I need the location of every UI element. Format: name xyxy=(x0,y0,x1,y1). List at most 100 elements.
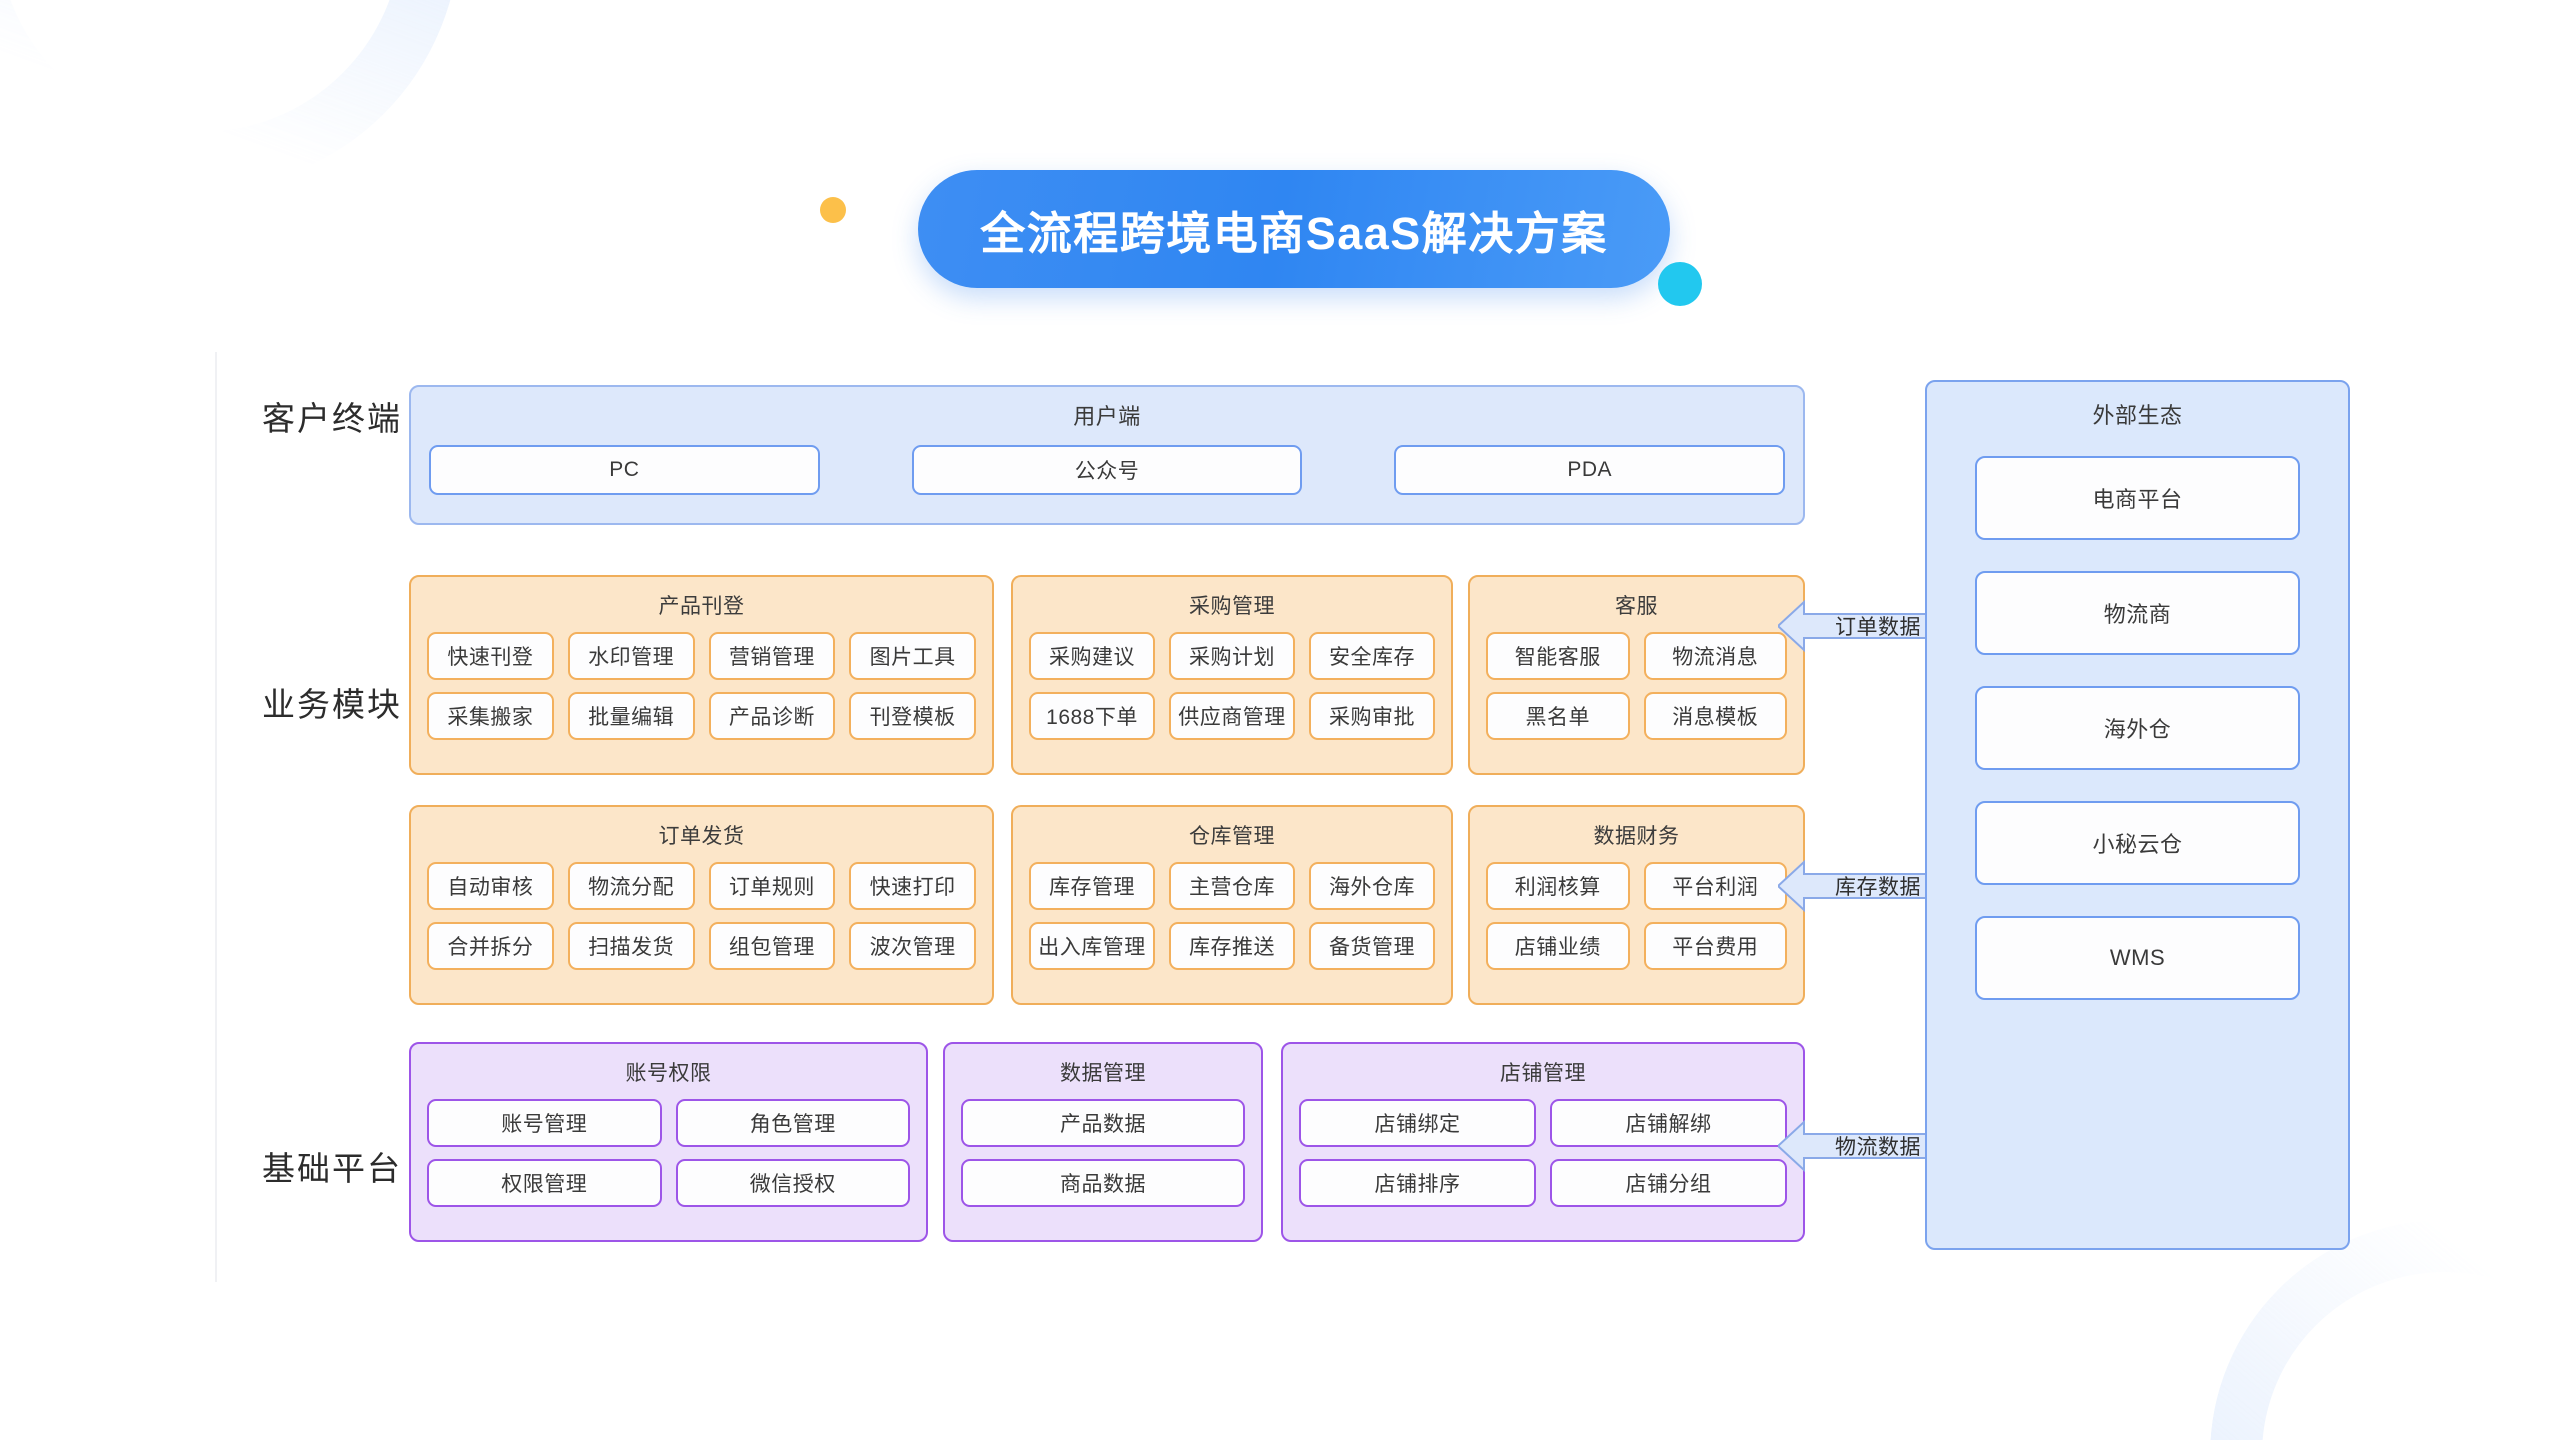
decorative-ring-bottom-right xyxy=(2210,1220,2560,1440)
module-item[interactable]: 平台利润 xyxy=(1643,862,1787,910)
base-panel-data-management: 数据管理 产品数据 商品数据 xyxy=(943,1042,1263,1242)
module-item[interactable]: 采购建议 xyxy=(1029,632,1155,680)
amber-dot-icon xyxy=(820,197,846,223)
module-item[interactable]: 采购审批 xyxy=(1309,692,1435,740)
module-item[interactable]: 扫描发货 xyxy=(567,922,695,970)
module-panel-order-shipping: 订单发货 自动审核 物流分配 订单规则 快速打印 合并拆分 扫描发货 组包管理 … xyxy=(409,805,994,1005)
eco-item-logistics-provider[interactable]: 物流商 xyxy=(1975,571,2300,655)
base-item[interactable]: 权限管理 xyxy=(427,1159,662,1207)
base-title: 账号权限 xyxy=(625,1062,712,1085)
module-item[interactable]: 物流分配 xyxy=(567,862,695,910)
module-row-1: 智能客服 物流消息 xyxy=(1470,632,1803,680)
module-panel-customer-service: 客服 智能客服 物流消息 黑名单 消息模板 xyxy=(1468,575,1805,775)
module-row-2: 出入库管理 库存推送 备货管理 xyxy=(1013,922,1451,970)
base-item[interactable]: 账号管理 xyxy=(427,1099,662,1147)
module-item[interactable]: 海外仓库 xyxy=(1309,862,1435,910)
module-item[interactable]: 利润核算 xyxy=(1486,862,1630,910)
module-item[interactable]: 物流消息 xyxy=(1643,632,1787,680)
base-item[interactable]: 商品数据 xyxy=(961,1159,1245,1207)
eco-item-ecommerce-platform[interactable]: 电商平台 xyxy=(1975,456,2300,540)
base-row-1: 产品数据 xyxy=(945,1099,1261,1147)
module-item[interactable]: 店铺业绩 xyxy=(1486,922,1630,970)
module-panel-purchase-management: 采购管理 采购建议 采购计划 安全库存 1688下单 供应商管理 采购审批 xyxy=(1011,575,1453,775)
row-label-business-modules: 业务模块 xyxy=(262,686,402,723)
base-item[interactable]: 店铺绑定 xyxy=(1299,1099,1536,1147)
module-item[interactable]: 采集搬家 xyxy=(427,692,554,740)
page-title: 全流程跨境电商SaaS解决方案 xyxy=(980,207,1608,259)
base-row-1: 店铺绑定 店铺解绑 xyxy=(1283,1099,1803,1147)
eco-item-overseas-warehouse[interactable]: 海外仓 xyxy=(1975,686,2300,770)
module-title: 仓库管理 xyxy=(1189,825,1275,848)
module-item[interactable]: 供应商管理 xyxy=(1169,692,1295,740)
module-item[interactable]: 库存推送 xyxy=(1169,922,1295,970)
decorative-left-rule xyxy=(215,352,217,1282)
module-item[interactable]: 采购计划 xyxy=(1169,632,1295,680)
client-item-pc[interactable]: PC xyxy=(429,445,820,495)
eco-item-xiaomi-cloud-warehouse[interactable]: 小秘云仓 xyxy=(1975,801,2300,885)
base-row-1: 账号管理 角色管理 xyxy=(411,1099,926,1147)
base-item[interactable]: 微信授权 xyxy=(675,1159,910,1207)
base-item[interactable]: 店铺排序 xyxy=(1299,1159,1536,1207)
base-row-2: 权限管理 微信授权 xyxy=(411,1159,926,1207)
external-ecosystem-title: 外部生态 xyxy=(2092,403,2183,428)
module-title: 采购管理 xyxy=(1189,595,1275,618)
module-item[interactable]: 快速打印 xyxy=(849,862,976,910)
module-item[interactable]: 波次管理 xyxy=(849,922,976,970)
module-item[interactable]: 安全库存 xyxy=(1309,632,1435,680)
module-item[interactable]: 营销管理 xyxy=(708,632,836,680)
base-panel-account-permission: 账号权限 账号管理 角色管理 权限管理 微信授权 xyxy=(409,1042,928,1242)
module-panel-data-finance: 数据财务 利润核算 平台利润 店铺业绩 平台费用 xyxy=(1468,805,1805,1005)
base-item[interactable]: 店铺解绑 xyxy=(1550,1099,1787,1147)
row-label-base-platform: 基础平台 xyxy=(262,1150,402,1187)
external-ecosystem-panel: 外部生态 电商平台 物流商 海外仓 小秘云仓 WMS xyxy=(1925,380,2350,1250)
base-row-2: 商品数据 xyxy=(945,1159,1261,1207)
title-pill: 全流程跨境电商SaaS解决方案 xyxy=(918,170,1670,288)
module-item[interactable]: 智能客服 xyxy=(1486,632,1630,680)
module-item[interactable]: 合并拆分 xyxy=(427,922,554,970)
module-item[interactable]: 订单规则 xyxy=(708,862,836,910)
title-banner: 全流程跨境电商SaaS解决方案 xyxy=(820,170,1702,306)
module-item[interactable]: 平台费用 xyxy=(1643,922,1787,970)
module-item[interactable]: 水印管理 xyxy=(567,632,695,680)
module-item[interactable]: 库存管理 xyxy=(1029,862,1155,910)
decorative-ring-top-left xyxy=(0,0,460,190)
module-item[interactable]: 1688下单 xyxy=(1029,692,1155,740)
module-item[interactable]: 批量编辑 xyxy=(567,692,695,740)
module-title: 产品刊登 xyxy=(658,595,745,618)
eco-item-wms[interactable]: WMS xyxy=(1975,916,2300,1000)
base-item[interactable]: 角色管理 xyxy=(675,1099,910,1147)
module-item[interactable]: 消息模板 xyxy=(1643,692,1787,740)
module-row-2: 1688下单 供应商管理 采购审批 xyxy=(1013,692,1451,740)
base-title: 数据管理 xyxy=(1060,1062,1146,1085)
module-row-2: 合并拆分 扫描发货 组包管理 波次管理 xyxy=(411,922,992,970)
external-ecosystem-items: 电商平台 物流商 海外仓 小秘云仓 WMS xyxy=(1927,430,2348,1000)
module-item[interactable]: 快速刊登 xyxy=(427,632,554,680)
base-title: 店铺管理 xyxy=(1500,1062,1586,1085)
module-item[interactable]: 自动审核 xyxy=(427,862,554,910)
module-title: 订单发货 xyxy=(658,825,745,848)
module-row-2: 黑名单 消息模板 xyxy=(1470,692,1803,740)
base-item[interactable]: 产品数据 xyxy=(961,1099,1245,1147)
module-item[interactable]: 黑名单 xyxy=(1486,692,1630,740)
module-item[interactable]: 刊登模板 xyxy=(849,692,976,740)
base-row-2: 店铺排序 店铺分组 xyxy=(1283,1159,1803,1207)
module-panel-product-listing: 产品刊登 快速刊登 水印管理 营销管理 图片工具 采集搬家 批量编辑 产品诊断 … xyxy=(409,575,994,775)
module-row-2: 采集搬家 批量编辑 产品诊断 刊登模板 xyxy=(411,692,992,740)
base-item[interactable]: 店铺分组 xyxy=(1550,1159,1787,1207)
module-item[interactable]: 出入库管理 xyxy=(1029,922,1155,970)
module-title: 数据财务 xyxy=(1593,825,1680,848)
base-panel-shop-management: 店铺管理 店铺绑定 店铺解绑 店铺排序 店铺分组 xyxy=(1281,1042,1805,1242)
module-row-1: 快速刊登 水印管理 营销管理 图片工具 xyxy=(411,632,992,680)
module-item[interactable]: 主营仓库 xyxy=(1169,862,1295,910)
module-item[interactable]: 备货管理 xyxy=(1309,922,1435,970)
module-item[interactable]: 产品诊断 xyxy=(708,692,836,740)
connector-label: 物流数据 xyxy=(1835,1136,1921,1159)
module-row-1: 库存管理 主营仓库 海外仓库 xyxy=(1013,862,1451,910)
module-item[interactable]: 组包管理 xyxy=(708,922,836,970)
module-row-1: 利润核算 平台利润 xyxy=(1470,862,1803,910)
module-item[interactable]: 图片工具 xyxy=(849,632,976,680)
client-item-pda[interactable]: PDA xyxy=(1394,445,1786,495)
module-row-1: 采购建议 采购计划 安全库存 xyxy=(1013,632,1451,680)
client-item-wechat[interactable]: 公众号 xyxy=(911,445,1303,495)
